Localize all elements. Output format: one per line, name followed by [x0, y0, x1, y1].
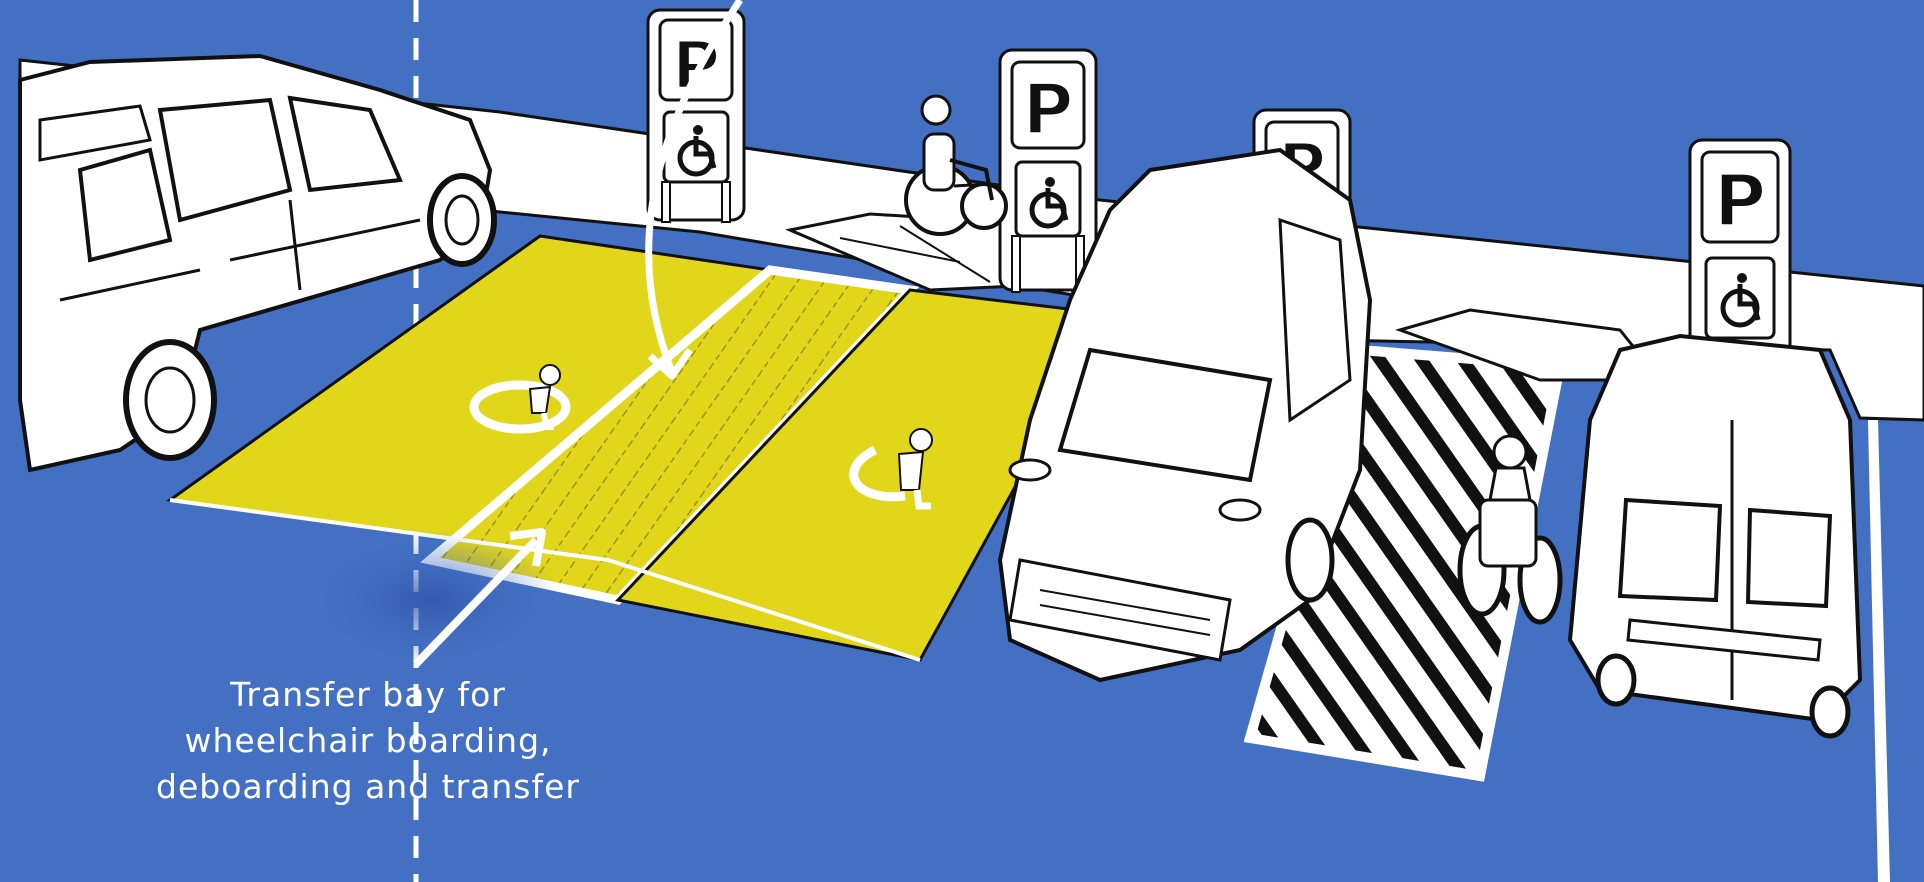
- annotation-line-2: wheelchair boarding,: [118, 718, 618, 764]
- annotation-line-3: deboarding and transfer: [118, 764, 618, 810]
- svg-text:P: P: [1022, 69, 1073, 151]
- van-right: [1570, 336, 1860, 736]
- parking-sign-1: P: [648, 10, 744, 222]
- transfer-bay-annotation: Transfer bay for wheelchair boarding, de…: [118, 672, 618, 810]
- wheelchair-user-figure: [906, 96, 1006, 234]
- svg-text:P: P: [1714, 159, 1767, 243]
- kerb-edge-line: [1868, 420, 1890, 882]
- annotation-line-1: Transfer bay for: [118, 672, 618, 718]
- parking-sign-2: P: [1000, 50, 1096, 292]
- parking-sign-4: P: [1690, 140, 1790, 370]
